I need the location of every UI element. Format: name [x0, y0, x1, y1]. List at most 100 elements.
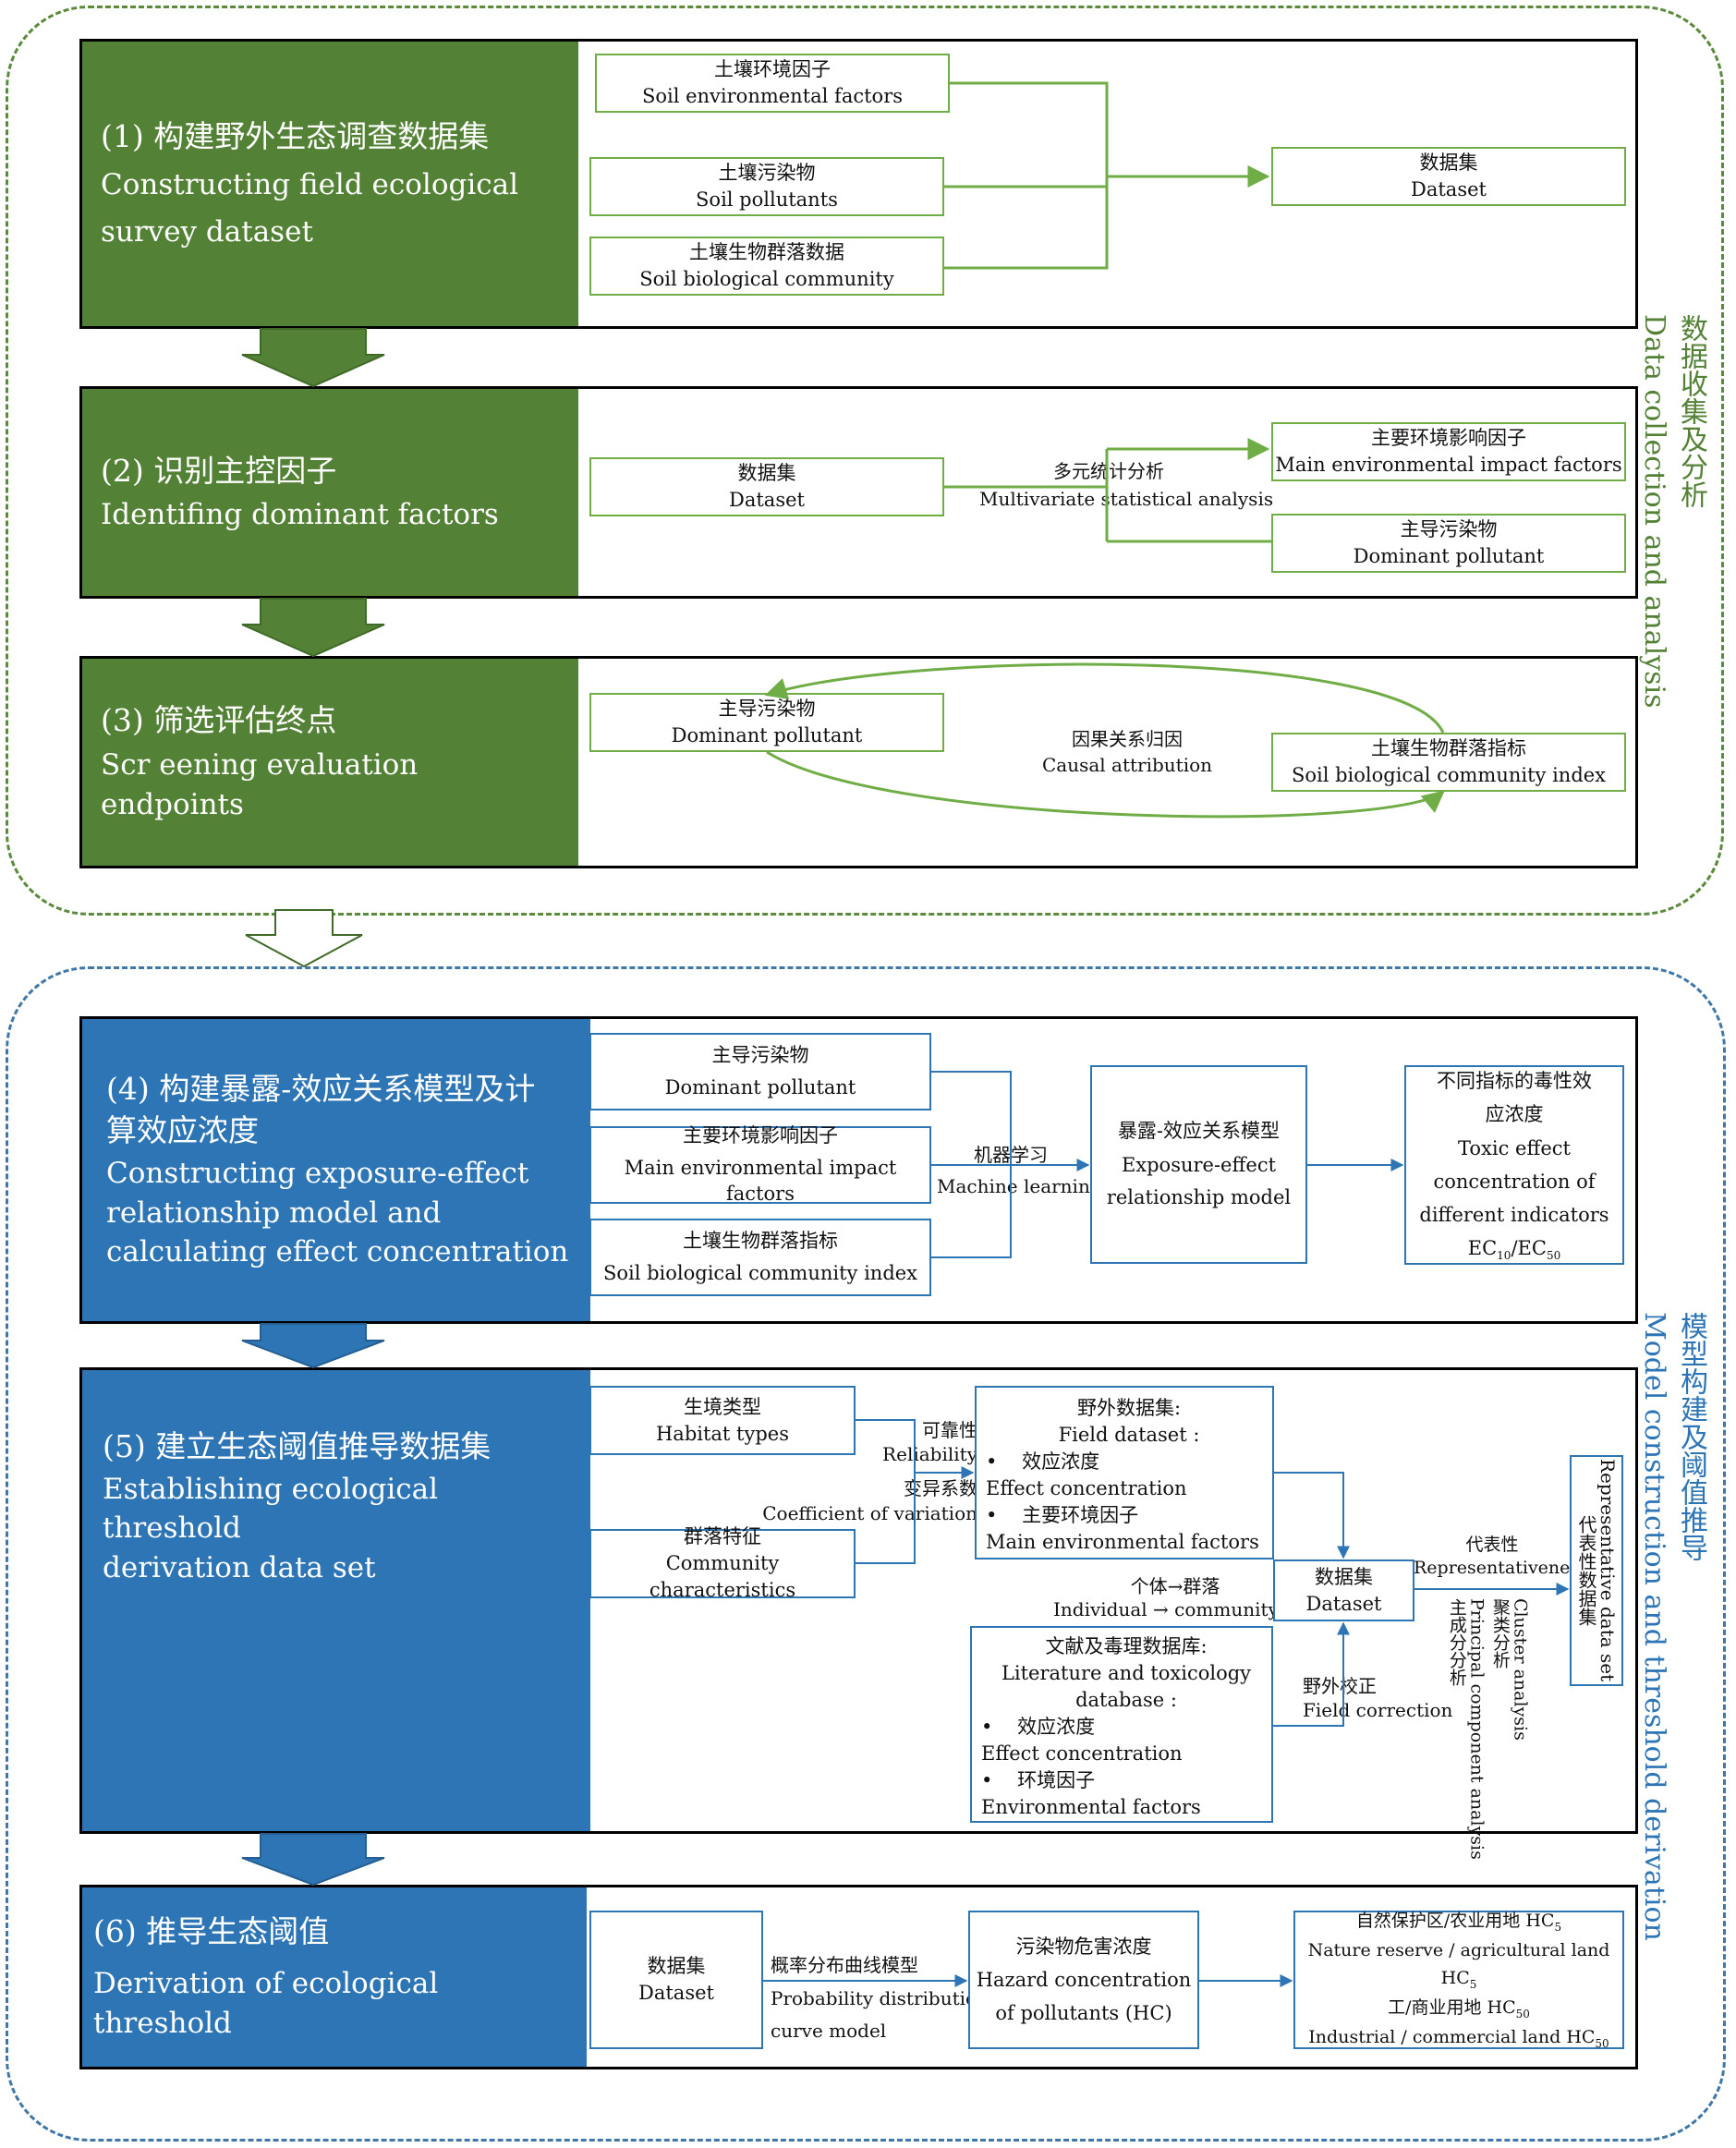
reliability-cn: 可靠性: [922, 1419, 977, 1441]
habitat-types-cn: 生境类型: [684, 1395, 761, 1418]
cv-cn: 变异系数: [904, 1477, 977, 1499]
literature-db-en2: database :: [1075, 1688, 1177, 1711]
dominant-pollutant-3-en: Dominant pollutant: [671, 724, 863, 746]
community-char-box: 群落特征 Community characteristics: [589, 1525, 856, 1601]
step1-title-en1: Constructing field ecological: [101, 168, 518, 201]
hazard-concentration-cn: 污染物危害浓度: [1015, 1935, 1152, 1958]
individual-community-en: Individual → community: [1053, 1598, 1279, 1620]
step2-title-en: Identifing dominant factors: [101, 498, 499, 532]
exposure-effect-model-cn: 暴露-效应关系模型: [1117, 1120, 1281, 1143]
dataset-1-en: Dataset: [1411, 178, 1487, 200]
soil-bio-community-cn: 土壤生物群落数据: [689, 241, 844, 264]
dataset-5-cn: 数据集: [1315, 1565, 1373, 1588]
field-correction-label: 野外校正 Field correction: [1303, 1674, 1453, 1722]
soil-bio-index-4-cn: 土壤生物群落指标: [683, 1230, 838, 1253]
representative-dataset-box: Representative data set 代表性数据集: [1570, 1455, 1623, 1686]
pca-label: Principal component analysis 主成分分析: [1446, 1598, 1487, 1860]
soil-env-factors-en: Soil environmental factors: [641, 85, 904, 107]
soil-env-factors-box: 土壤环境因子 Soil environmental factors: [595, 54, 950, 113]
step2-lead: (2) 识别主控因子 Identifing dominant factors: [82, 389, 578, 596]
dataset-2-cn: 数据集: [737, 462, 796, 485]
dataset-6-en: Dataset: [638, 1982, 714, 2004]
step5-title-en2: derivation data set: [103, 1551, 376, 1585]
dominant-pollutant-2-cn: 主导污染物: [1400, 518, 1498, 541]
land-line2: Nature reserve / agricultural land HC5: [1307, 1939, 1610, 1992]
lit-item2-cn: • 环境因子: [981, 1768, 1096, 1791]
field-item1-en: Effect concentration: [986, 1476, 1187, 1499]
step3-title-cn: (3) 筛选评估终点: [101, 702, 337, 739]
step1-lead: (1) 构建野外生态调查数据集 Constructing field ecolo…: [82, 42, 578, 326]
dominant-pollutant-box-4: 主导污染物 Dominant pollutant: [589, 1033, 931, 1110]
cluster-label: Cluster analysis 聚类分析: [1489, 1598, 1531, 1741]
prob-distribution-en1: Probability distribution: [771, 1986, 989, 2009]
multivariate-cn: 多元统计分析: [1053, 460, 1164, 482]
exposure-effect-model-en2: relationship model: [1106, 1185, 1292, 1208]
causal-attribution-label: 因果关系归因 Causal attribution: [1026, 727, 1229, 777]
dataset-box-2: 数据集 Dataset: [589, 457, 944, 516]
step4-title-en2: relationship model and: [106, 1195, 442, 1230]
step3-lead: (3) 筛选评估终点 Scr eening evaluation endpoin…: [82, 659, 578, 866]
dominant-pollutant-2-en: Dominant pollutant: [1353, 545, 1545, 567]
representative-cn: 代表性数据集: [1575, 1515, 1597, 1626]
pca-en: Principal component analysis: [1466, 1598, 1487, 1860]
soil-bio-index-box-4: 土壤生物群落指标 Soil biological community index: [589, 1219, 931, 1296]
ec-values: EC10/EC50: [1467, 1236, 1561, 1263]
model-construction-region: [6, 966, 1726, 2142]
step4-title-cn2: 算效应浓度: [106, 1112, 259, 1149]
reliability-label: 可靠性 Reliability: [859, 1418, 977, 1467]
soil-pollutants-en: Soil pollutants: [696, 188, 838, 211]
dominant-pollutant-box-2: 主导污染物 Dominant pollutant: [1271, 514, 1626, 573]
dataset-box-5: 数据集 Dataset: [1273, 1559, 1414, 1621]
toxic-effect-en1: Toxic effect: [1458, 1136, 1571, 1159]
exposure-effect-model-box: 暴露-效应关系模型 Exposure-effect relationship m…: [1090, 1065, 1307, 1264]
field-item2-cn: • 主要环境因子: [986, 1503, 1139, 1526]
step6-title-cn: (6) 推导生态阈值: [93, 1913, 330, 1950]
region2-label: 模型构建及阈值推导 Model construction and thresho…: [1637, 1312, 1707, 1977]
pca-cn: 主成分分析: [1446, 1598, 1467, 1686]
step4-title-en3: calculating effect concentration: [106, 1235, 569, 1269]
arrow-step1-2: [241, 328, 385, 388]
reliability-en: Reliability: [882, 1443, 977, 1466]
dataset-box-1: 数据集 Dataset: [1271, 147, 1626, 206]
causal-attribution-en: Causal attribution: [1041, 754, 1213, 776]
step4-lead: (4) 构建暴露-效应关系模型及计 算效应浓度 Constructing exp…: [82, 1019, 590, 1321]
individual-community-cn: 个体→群落: [1130, 1575, 1220, 1597]
literature-db-cn: 文献及毒理数据库:: [1045, 1635, 1208, 1657]
field-correction-en: Field correction: [1303, 1699, 1453, 1721]
arrow-region: [245, 909, 363, 968]
step6-panel: (6) 推导生态阈值 Derivation of ecological thre…: [79, 1885, 1638, 2069]
soil-pollutants-box: 土壤污染物 Soil pollutants: [589, 157, 944, 216]
multivariate-en: Multivariate statistical analysis: [979, 488, 1274, 510]
step5-title-en1: Establishing ecological threshold: [103, 1472, 439, 1546]
land-line1: 自然保护区/农业用地 HC5: [1355, 1910, 1562, 1934]
step4-title-cn1: (4) 构建暴露-效应关系模型及计: [106, 1070, 536, 1107]
cv-en: Coefficient of variation: [762, 1502, 977, 1524]
dataset-2-en: Dataset: [729, 489, 805, 511]
region2-label-cn: 模型构建及阈值推导: [1675, 1312, 1707, 1561]
arrow-step5-6: [241, 1833, 385, 1887]
representativeness-label: 代表性 Representativeness: [1414, 1534, 1588, 1579]
toxic-effect-box: 不同指标的毒性效 应浓度 Toxic effect concentration …: [1404, 1065, 1624, 1265]
field-dataset-box: 野外数据集: Field dataset : • 效应浓度 Effect con…: [975, 1386, 1274, 1559]
lit-item1-cn: • 效应浓度: [981, 1715, 1096, 1738]
field-item1-cn: • 效应浓度: [986, 1450, 1100, 1473]
community-char-en: Community characteristics: [649, 1552, 796, 1601]
soil-bio-index-box-3: 土壤生物群落指标 Soil biological community index: [1271, 733, 1626, 792]
soil-bio-index-3-en: Soil biological community index: [1291, 764, 1607, 786]
soil-bio-community-box: 土壤生物群落数据 Soil biological community: [589, 237, 944, 296]
region2-label-en: Model construction and threshold derivat…: [1638, 1312, 1670, 1941]
main-env-factors-cn: 主要环境影响因子: [1371, 427, 1526, 450]
toxic-effect-cn2: 应浓度: [1485, 1103, 1544, 1126]
step4-title-en1: Constructing exposure-effect: [106, 1156, 529, 1190]
representative-en: Representative data set: [1596, 1459, 1619, 1682]
dominant-pollutant-4-en: Dominant pollutant: [664, 1076, 856, 1098]
step6-lead: (6) 推导生态阈值 Derivation of ecological thre…: [82, 1887, 587, 2067]
dominant-pollutant-4-cn: 主导污染物: [711, 1044, 809, 1067]
land-line4: Industrial / commercial land HC50: [1308, 2027, 1609, 2050]
field-item2-en: Main environmental factors: [986, 1530, 1259, 1553]
soil-bio-community-en: Soil biological community: [639, 268, 894, 290]
step6-title-en: Derivation of ecological threshold: [93, 1967, 439, 2040]
region1-label-cn: 数据收集及分析: [1675, 314, 1707, 508]
land-use-hc-box: 自然保护区/农业用地 HC5 Nature reserve / agricult…: [1293, 1911, 1624, 2050]
